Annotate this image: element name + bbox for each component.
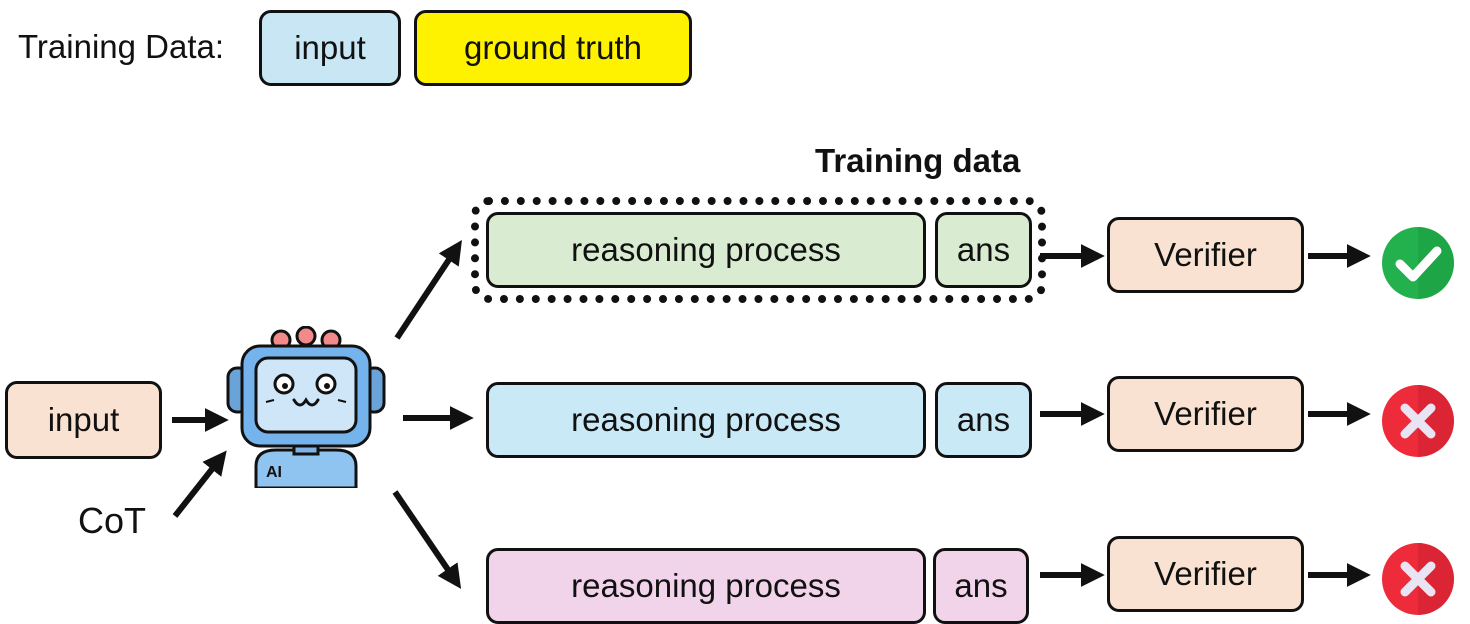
cot-label: CoT bbox=[78, 500, 147, 541]
training-data-title: Training data bbox=[815, 142, 1021, 179]
row-2-reasoning-box: reasoning process bbox=[486, 382, 926, 458]
ai-badge: AI bbox=[266, 464, 282, 481]
legend-ground-truth-box: ground truth bbox=[414, 10, 692, 86]
pipeline-input-box: input bbox=[5, 381, 162, 459]
training-data-highlight bbox=[471, 197, 1046, 303]
ai-robot-icon: AI bbox=[226, 325, 386, 490]
row-1-ans-box: ans bbox=[935, 212, 1032, 288]
row-2-verifier-box: Verifier bbox=[1107, 376, 1304, 452]
row-1-reasoning-box: reasoning process bbox=[486, 212, 926, 288]
row-3-reasoning-box: reasoning process bbox=[486, 548, 926, 624]
row-3-ans-box: ans bbox=[933, 548, 1029, 624]
cross-icon bbox=[1380, 383, 1456, 464]
row-3-verifier-box: Verifier bbox=[1107, 536, 1304, 612]
legend-label: Training Data: bbox=[18, 28, 225, 65]
cross-icon bbox=[1380, 541, 1456, 622]
check-icon bbox=[1380, 225, 1456, 306]
row-1-verifier-box: Verifier bbox=[1107, 217, 1304, 293]
legend-input-box: input bbox=[259, 10, 401, 86]
row-2-ans-box: ans bbox=[935, 382, 1032, 458]
